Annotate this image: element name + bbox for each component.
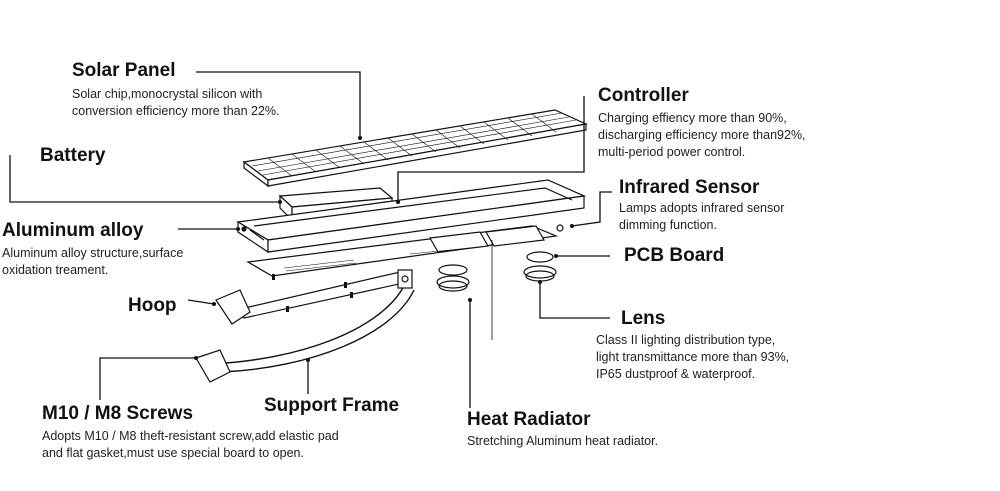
heat-radiator-description: Stretching Aluminum heat radiator. [467,434,659,448]
heat-radiator-drawing [246,225,559,340]
support-frame-title: Support Frame [264,395,400,416]
lens-title: Lens [621,308,666,329]
support-frame-drawing [209,269,415,373]
aluminum-alloy-description: Aluminum alloy structure,surface oxidati… [2,246,184,277]
leader-line-endpoints [194,136,574,362]
hoop-title: Hoop [128,295,177,316]
lens-drawing [436,251,557,292]
housing-drawing [236,179,587,254]
battery-title: Battery [40,145,106,166]
lens-description: Class II lighting distribution type, lig… [596,333,790,381]
screws-description: Adopts M10 / M8 theft-resistant screw,ad… [42,429,339,460]
screws-title: M10 / M8 Screws [42,403,194,424]
solar-panel-title: Solar Panel [72,60,176,81]
solar-panel-drawing [242,109,589,188]
controller-description: Charging effiency more than 90%, dischar… [598,111,806,159]
infrared-sensor-description: Lamps adopts infrared sensor dimming fun… [619,201,785,232]
controller-title: Controller [598,85,689,106]
infrared-sensor-title: Infrared Sensor [619,177,760,198]
screws-drawing [272,274,353,312]
leader-lines [9,71,612,408]
heat-radiator-title: Heat Radiator [467,409,591,430]
solar-panel-description: Solar chip,monocrystal silicon with conv… [72,87,280,118]
hoop-drawing [195,289,251,383]
aluminum-alloy-title: Aluminum alloy [2,220,144,241]
pcb-board-title: PCB Board [624,245,725,266]
